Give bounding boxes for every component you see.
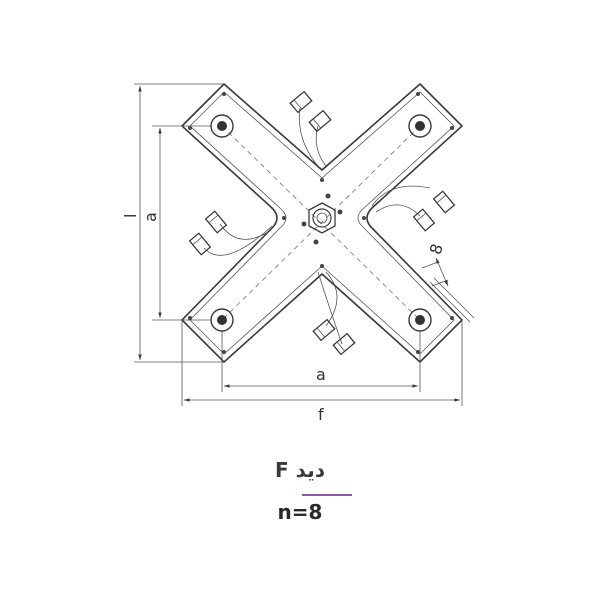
mounting-hole-top-right bbox=[408, 114, 432, 138]
thickness-label: 8 bbox=[426, 241, 447, 257]
dim-outer-width-f bbox=[181, 320, 463, 406]
dim-inner-width-a bbox=[221, 330, 421, 392]
dim-height-l bbox=[134, 83, 224, 363]
mounting-hole-top-left bbox=[210, 114, 234, 138]
caption-divider bbox=[302, 494, 352, 496]
view-caption: دید F bbox=[275, 458, 325, 482]
element-count: n=8 bbox=[277, 500, 323, 524]
lead-wire-left bbox=[188, 210, 273, 256]
dim-height-l-label: l bbox=[121, 214, 140, 218]
mounting-hole-bottom-right bbox=[408, 308, 432, 332]
center-terminal-hub bbox=[301, 193, 343, 245]
lead-wire-right bbox=[371, 185, 456, 232]
lead-wire-top bbox=[289, 90, 332, 167]
dim-outer-width-f-label: f bbox=[318, 405, 324, 424]
thickness-detail bbox=[421, 257, 475, 323]
cross-plate-inner-outline bbox=[189, 91, 455, 355]
lead-wire-bottom bbox=[312, 271, 356, 356]
dim-inner-height-a-label: a bbox=[141, 212, 160, 222]
dim-inner-width-a-label: a bbox=[316, 365, 326, 384]
mounting-hole-bottom-left bbox=[210, 308, 234, 332]
corner-screws bbox=[188, 92, 454, 354]
heater-cross-drawing: 8 l a a f bbox=[121, 82, 475, 424]
dim-inner-height-a bbox=[152, 125, 212, 321]
